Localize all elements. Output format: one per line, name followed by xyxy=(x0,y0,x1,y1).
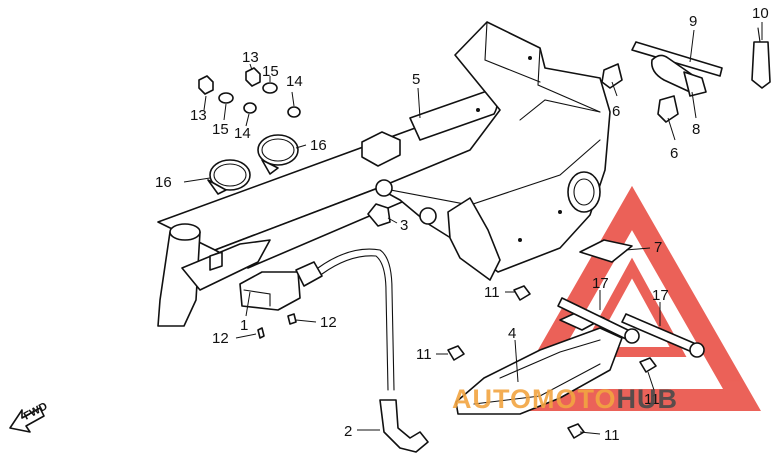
nuts-and-washers xyxy=(198,67,301,118)
callout-14-a: 14 xyxy=(234,125,251,142)
callout-4: 4 xyxy=(508,325,516,342)
callout-16-a: 16 xyxy=(155,174,172,191)
fwd-indicator: FWD xyxy=(9,400,50,433)
callout-9: 9 xyxy=(689,13,697,30)
watermark-logo-triangle xyxy=(503,185,761,411)
part-11-bolts xyxy=(447,285,657,439)
callout-10: 10 xyxy=(752,5,769,22)
svg-text:AUTOMOTOHUB: AUTOMOTOHUB xyxy=(452,384,678,414)
part-1-coil-unit xyxy=(239,248,395,391)
callout-11-d: 11 xyxy=(604,427,620,444)
callout-17-b: 17 xyxy=(652,287,669,304)
callout-6-lower: 6 xyxy=(670,145,678,162)
callout-11-a: 11 xyxy=(484,284,500,301)
part-3-clamp xyxy=(367,203,391,227)
part-12-bolts xyxy=(257,313,297,339)
parts-6-8-9-10 xyxy=(601,27,771,123)
callout-11-c: 11 xyxy=(644,391,660,408)
callout-15-b: 15 xyxy=(262,63,279,80)
callout-3: 3 xyxy=(400,217,408,234)
callout-17-a: 17 xyxy=(592,275,609,292)
leader-lines xyxy=(183,22,763,435)
watermark-hub: HUB xyxy=(617,384,679,414)
part-2-plug-cap xyxy=(379,399,429,453)
callout-6-top: 6 xyxy=(612,103,620,120)
callouts: 5 1 2 3 4 6 6 7 8 9 10 11 11 11 11 12 12… xyxy=(155,5,769,444)
part-17-long-bolts xyxy=(557,297,705,358)
callout-11-b: 11 xyxy=(416,346,432,363)
callout-12-b: 12 xyxy=(320,314,337,331)
main-frame xyxy=(157,21,611,327)
callout-15-a: 15 xyxy=(212,121,229,138)
callout-13-b: 13 xyxy=(242,49,259,66)
callout-1: 1 xyxy=(240,317,248,334)
callout-2: 2 xyxy=(344,423,352,440)
callout-12-a: 12 xyxy=(212,330,229,347)
watermark-moto: MOTO xyxy=(532,384,617,414)
callout-8: 8 xyxy=(692,121,700,138)
part-16-clamp-bands xyxy=(207,134,299,195)
callout-5: 5 xyxy=(412,71,420,88)
callout-7: 7 xyxy=(654,239,662,256)
part-7-plate xyxy=(579,239,633,263)
callout-13-a: 13 xyxy=(190,107,207,124)
watermark-text: AUTOMOTOHUB xyxy=(452,384,678,414)
watermark-auto: AUTO xyxy=(452,384,532,414)
callout-16-b: 16 xyxy=(310,137,327,154)
callout-14-b: 14 xyxy=(286,73,303,90)
